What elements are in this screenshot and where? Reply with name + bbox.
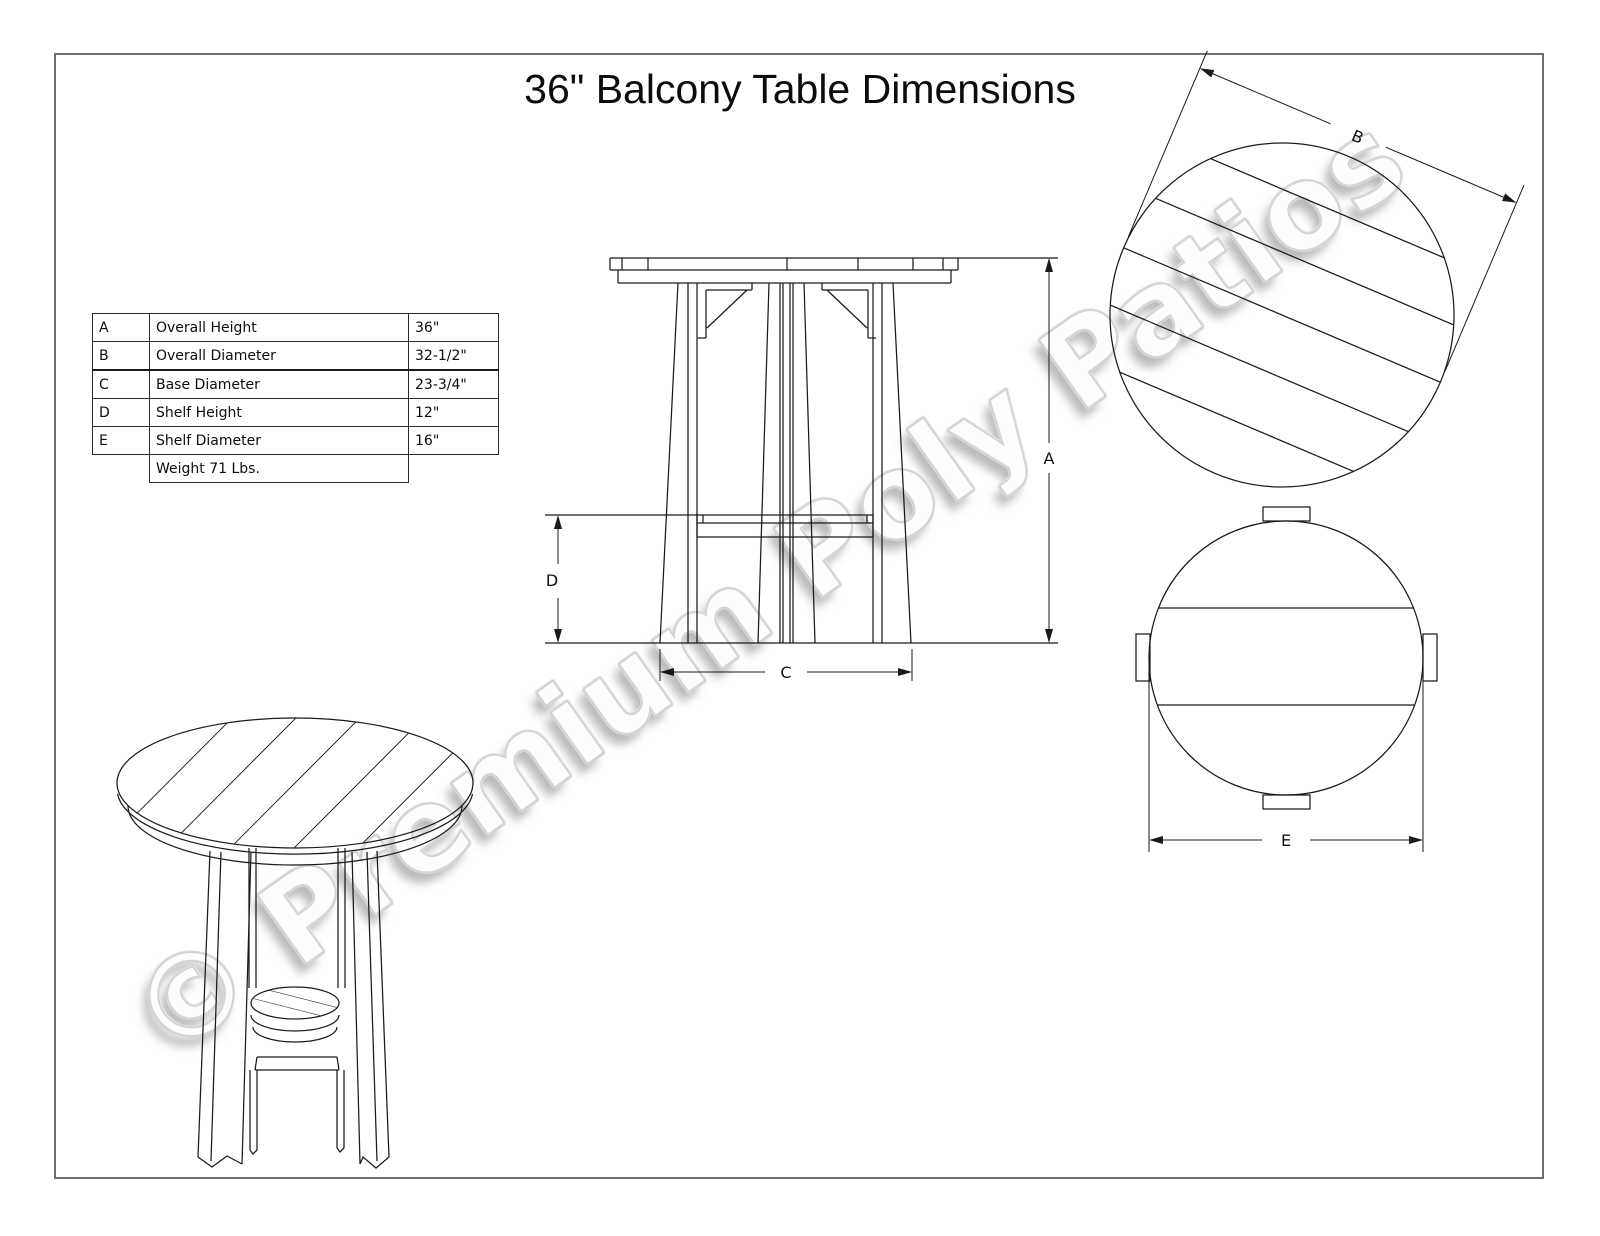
dim-key: D xyxy=(92,398,150,427)
table-row: C Base Diameter 23-3/4" xyxy=(92,369,499,399)
tabletop-plan-view: B xyxy=(1109,50,1525,488)
shelf-plan-view: E xyxy=(1135,506,1438,852)
front-elevation-view: A C D xyxy=(545,257,1058,682)
dim-label: Shelf Height xyxy=(149,398,409,427)
dim-key: C xyxy=(92,369,150,399)
dim-value: 16" xyxy=(408,426,499,455)
isometric-view xyxy=(116,717,474,1169)
dim-value: 32-1/2" xyxy=(408,341,499,371)
table-row: B Overall Diameter 32-1/2" xyxy=(92,341,499,371)
dim-key: B xyxy=(92,341,150,371)
empty-cell xyxy=(409,455,499,483)
table-row: E Shelf Diameter 16" xyxy=(92,426,499,455)
dim-label: Base Diameter xyxy=(149,369,409,399)
dim-label: Overall Diameter xyxy=(149,341,409,371)
dimension-table: A Overall Height 36" B Overall Diameter … xyxy=(92,313,499,483)
dimension-shelf-diameter: E xyxy=(1148,664,1424,852)
empty-cell xyxy=(93,455,150,483)
dimension-label-e: E xyxy=(1281,831,1291,850)
dim-value: 36" xyxy=(408,313,499,342)
dim-key: E xyxy=(92,426,150,455)
dimension-label-d: D xyxy=(546,571,558,590)
dim-value: 12" xyxy=(408,398,499,427)
table-row: A Overall Height 36" xyxy=(92,313,499,342)
drawing-title: 36" Balcony Table Dimensions xyxy=(524,66,1076,112)
table-footer-row: Weight 71 Lbs. xyxy=(93,454,499,483)
dimension-label-c: C xyxy=(780,663,791,682)
page-border xyxy=(54,53,1544,1179)
dimension-base-diameter: C xyxy=(659,649,913,682)
dim-label: Overall Height xyxy=(149,313,409,342)
table-row: D Shelf Height 12" xyxy=(92,398,499,427)
dimension-shelf-height: D xyxy=(546,515,562,643)
dimension-overall-height: A xyxy=(1044,258,1055,643)
weight-note: Weight 71 Lbs. xyxy=(149,454,409,483)
dim-key: A xyxy=(92,313,150,342)
dim-label: Shelf Diameter xyxy=(149,426,409,455)
dimension-label-b: B xyxy=(1349,126,1367,148)
dimension-label-a: A xyxy=(1044,449,1055,468)
dim-value: 23-3/4" xyxy=(408,369,499,399)
